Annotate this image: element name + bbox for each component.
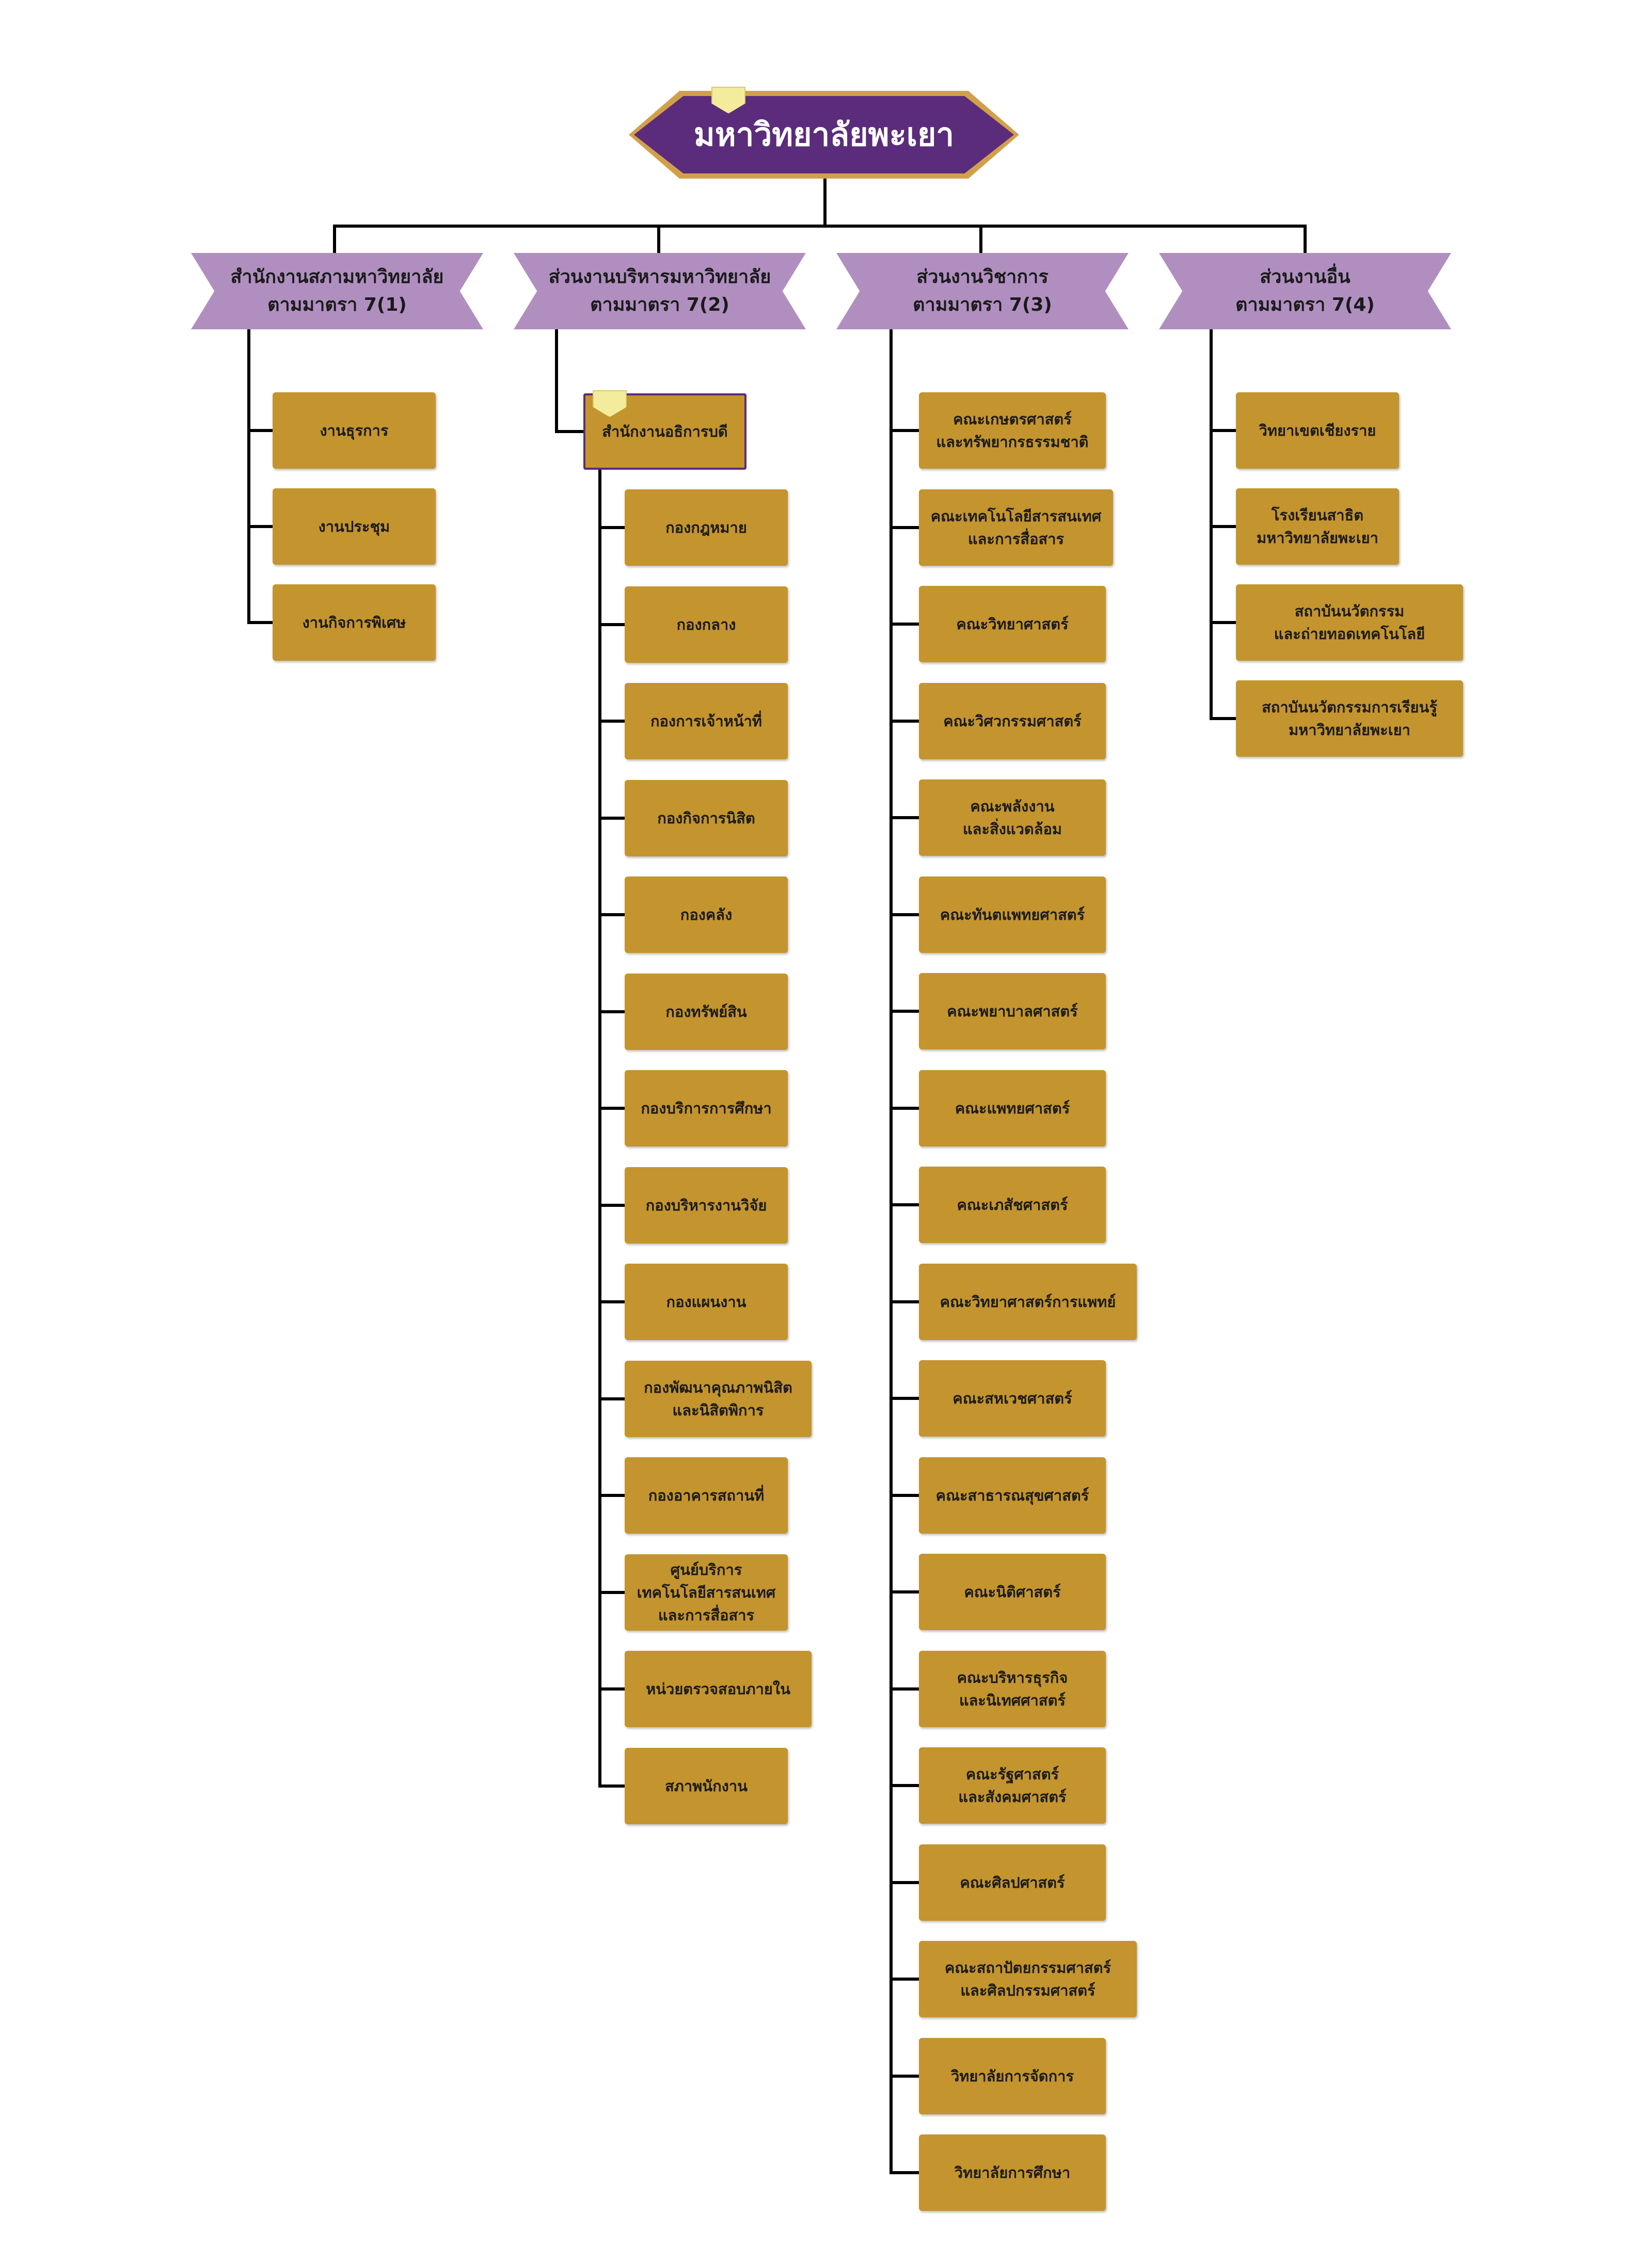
unit-col3-10: คณะวิทยาศาสตร์การแพทย์ [919,1264,1137,1340]
unit-col1-2: งานประชุม [273,488,436,565]
unit-col2-14: สภาพนักงาน [625,1748,788,1824]
unit-col3-9: คณะเภสัชศาสตร์ [919,1167,1106,1243]
column-header-2: ส่วนงานบริหารมหาวิทยาลัย ตามมาตรา 7(2) [514,253,806,329]
root-node: มหาวิทยาลัยพะเยา [629,91,1019,179]
unit-col3-5: คณะพลังงาน และสิ่งแวดล้อม [919,779,1106,856]
unit-col3-11: คณะสหเวชศาสตร์ [919,1360,1106,1437]
unit-col3-13: คณะนิติศาสตร์ [919,1554,1106,1630]
unit-col3-14: คณะบริหารธุรกิจ และนิเทศศาสตร์ [919,1651,1106,1727]
unit-col4-1: วิทยาเขตเชียงราย [1236,392,1399,469]
unit-col2-6: กองทรัพย์สิน [625,974,788,1050]
unit-col2-5: กองคลัง [625,876,788,953]
unit-col2-11: กองอาคารสถานที่ [625,1457,788,1534]
unit-col2-7: กองบริการการศึกษา [625,1070,788,1146]
unit-col3-15: คณะรัฐศาสตร์ และสังคมศาสตร์ [919,1747,1106,1824]
unit-col1-1: งานธุรการ [273,392,436,469]
unit-col2-10: กองพัฒนาคุณภาพนิสิต และนิสิตพิการ [625,1361,812,1437]
unit-col3-12: คณะสาธารณสุขศาสตร์ [919,1457,1106,1534]
unit-col2-13: หน่วยตรวจสอบภายใน [625,1651,812,1727]
unit-col1-3: งานกิจการพิเศษ [273,584,436,661]
unit-col3-1: คณะเกษตรศาสตร์ และทรัพยากรธรรมชาติ [919,392,1106,469]
column-header-1: สำนักงานสภามหาวิทยาลัย ตามมาตรา 7(1) [191,253,483,329]
unit-col3-17: คณะสถาปัตยกรรมศาสตร์ และศิลปกรรมศาสตร์ [919,1941,1137,2017]
column-header-3: ส่วนงานวิชาการ ตามมาตรา 7(3) [836,253,1129,329]
unit-col3-2: คณะเทคโนโลยีสารสนเทศ และการสื่อสาร [919,489,1113,566]
unit-col2-8: กองบริหารงานวิจัย [625,1167,788,1244]
unit-col3-18: วิทยาลัยการจัดการ [919,2038,1106,2114]
column-header-4: ส่วนงานอื่น ตามมาตรา 7(4) [1159,253,1451,329]
unit-col3-7: คณะพยาบาลศาสตร์ [919,973,1106,1049]
unit-col3-6: คณะทันตแพทยศาสตร์ [919,876,1106,953]
unit-col2-1: กองกฎหมาย [625,489,788,566]
unit-col2-9: กองแผนงาน [625,1264,788,1340]
unit-col2-12: ศูนย์บริการ เทคโนโลยีสารสนเทศ และการสื่อ… [625,1554,788,1631]
unit-col3-4: คณะวิศวกรรมศาสตร์ [919,683,1106,759]
unit-col4-3: สถาบันนวัตกรรม และถ่ายทอดเทคโนโลยี [1236,584,1463,661]
unit-col2-3: กองการเจ้าหน้าที่ [625,683,788,759]
unit-col3-16: คณะศิลปศาสตร์ [919,1844,1106,1921]
unit-col3-19: วิทยาลัยการศึกษา [919,2134,1106,2211]
unit-col2-2: กองกลาง [625,586,788,663]
root-title: มหาวิทยาลัยพะเยา [634,96,1014,173]
unit-col2-4: กองกิจการนิสิต [625,780,788,856]
unit-col3-3: คณะวิทยาศาสตร์ [919,586,1106,662]
unit-col4-4: สถาบันนวัตกรรมการเรียนรู้ มหาวิทยาลัยพะเ… [1236,680,1463,757]
unit-col4-2: โรงเรียนสาธิต มหาวิทยาลัยพะเยา [1236,488,1399,565]
unit-col3-8: คณะแพทยศาสตร์ [919,1070,1106,1146]
